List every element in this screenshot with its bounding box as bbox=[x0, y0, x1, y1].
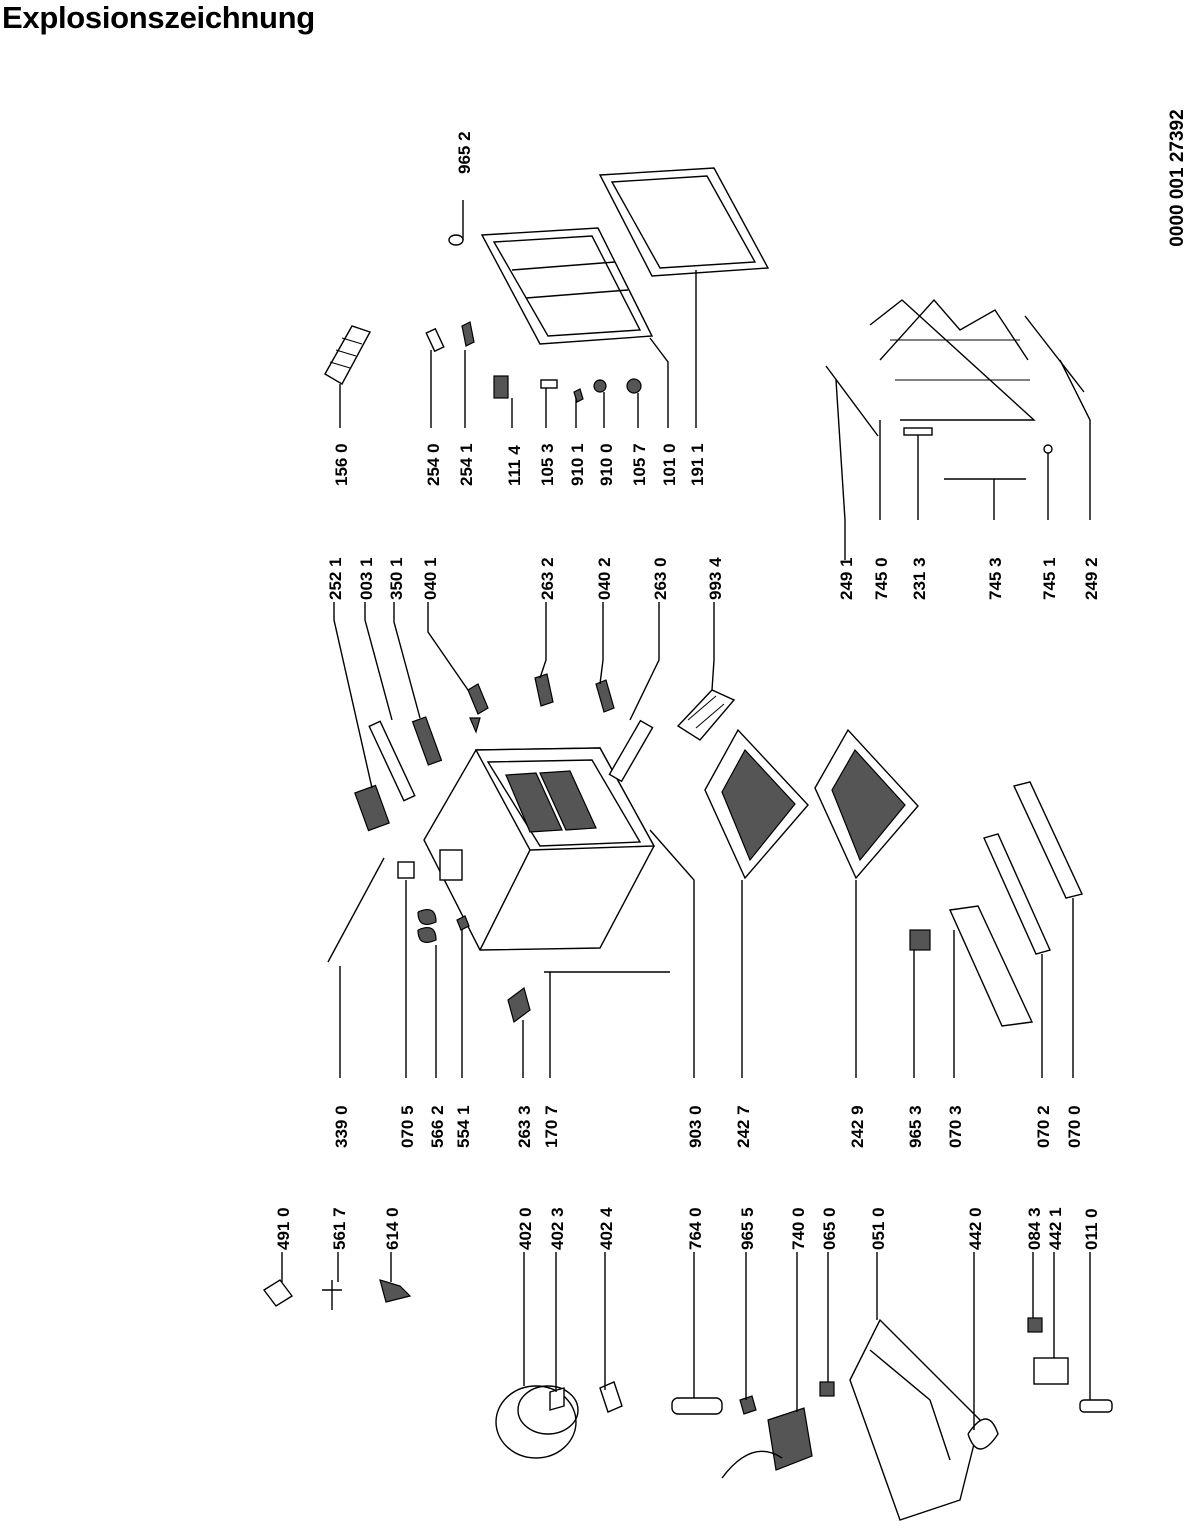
ice-tray-drawing bbox=[324, 325, 372, 385]
part-label: 491 0 bbox=[274, 1207, 293, 1250]
wire-shelf-drawing bbox=[869, 298, 1036, 436]
part-label: 263 3 bbox=[515, 1105, 534, 1148]
part-label: 910 0 bbox=[597, 443, 616, 486]
base-rails-drawing bbox=[327, 781, 1083, 1027]
part-label: 350 1 bbox=[387, 557, 406, 600]
part-label: 105 7 bbox=[630, 443, 649, 486]
part-label: 003 1 bbox=[357, 557, 376, 600]
part-label: 764 0 bbox=[686, 1207, 705, 1250]
part-label: 903 0 bbox=[686, 1105, 705, 1148]
part-label: 070 5 bbox=[398, 1105, 417, 1148]
part-label: 051 0 bbox=[869, 1207, 888, 1250]
drawer-upper-drawing bbox=[704, 728, 809, 880]
part-label: 566 2 bbox=[428, 1105, 447, 1148]
part-label: 070 3 bbox=[946, 1105, 965, 1148]
part-label: 084 3 bbox=[1025, 1207, 1044, 1250]
part-label: 065 0 bbox=[820, 1207, 839, 1250]
part-label: 011 0 bbox=[1082, 1208, 1101, 1250]
part-label: 740 0 bbox=[789, 1207, 808, 1250]
part-label: 040 2 bbox=[595, 557, 614, 600]
part-label: 156 0 bbox=[332, 443, 351, 486]
leader-lines bbox=[281, 200, 1091, 1430]
part-labels: 156 0 254 0 254 1 111 4 105 3 910 1 910 … bbox=[274, 131, 1101, 1250]
part-label: 252 1 bbox=[326, 557, 345, 600]
part-label: 101 0 bbox=[660, 443, 679, 486]
part-label: 254 0 bbox=[424, 443, 443, 486]
part-label: 111 4 bbox=[505, 445, 524, 486]
mechanical-parts-drawing bbox=[262, 1279, 1113, 1521]
part-label: 263 2 bbox=[538, 557, 557, 600]
part-label: 191 1 bbox=[688, 443, 707, 486]
part-label: 402 3 bbox=[548, 1207, 567, 1250]
part-label: 170 7 bbox=[542, 1105, 561, 1148]
part-label: 105 3 bbox=[538, 443, 557, 486]
part-label: 561 7 bbox=[330, 1207, 349, 1250]
part-label: 910 1 bbox=[568, 443, 587, 486]
cabinet-parts-drawing bbox=[354, 673, 736, 832]
part-label: 965 2 bbox=[455, 131, 474, 174]
part-label: 249 1 bbox=[837, 557, 856, 600]
part-label: 745 3 bbox=[986, 557, 1005, 600]
part-label: 339 0 bbox=[332, 1105, 351, 1148]
part-label: 442 1 bbox=[1046, 1207, 1065, 1250]
part-label: 254 1 bbox=[457, 443, 476, 486]
part-label: 242 9 bbox=[848, 1105, 867, 1148]
rods-drawing bbox=[825, 315, 1085, 480]
page-title: Explosionszeichnung bbox=[2, 0, 315, 35]
part-label: 402 0 bbox=[516, 1207, 535, 1250]
part-label: 070 0 bbox=[1065, 1105, 1084, 1148]
part-label: 965 5 bbox=[738, 1207, 757, 1250]
part-label: 070 2 bbox=[1034, 1105, 1053, 1148]
part-label: 231 3 bbox=[910, 557, 929, 600]
part-label: 242 7 bbox=[734, 1105, 753, 1148]
part-label: 442 0 bbox=[966, 1207, 985, 1250]
lid-gasket-drawing bbox=[598, 167, 770, 277]
drawer-lower-drawing bbox=[814, 728, 919, 880]
part-label: 614 0 bbox=[383, 1207, 402, 1250]
part-label: 554 1 bbox=[454, 1105, 473, 1148]
part-label: 402 4 bbox=[597, 1207, 616, 1250]
lid-panel-drawing bbox=[480, 227, 654, 345]
part-label: 745 1 bbox=[1040, 557, 1059, 600]
part-label: 040 1 bbox=[421, 557, 440, 600]
part-label: 965 3 bbox=[906, 1105, 925, 1148]
part-label: 263 0 bbox=[651, 557, 670, 600]
part-label: 745 0 bbox=[872, 557, 891, 600]
part-label: 249 2 bbox=[1082, 557, 1101, 600]
part-label: 993 4 bbox=[706, 557, 725, 600]
